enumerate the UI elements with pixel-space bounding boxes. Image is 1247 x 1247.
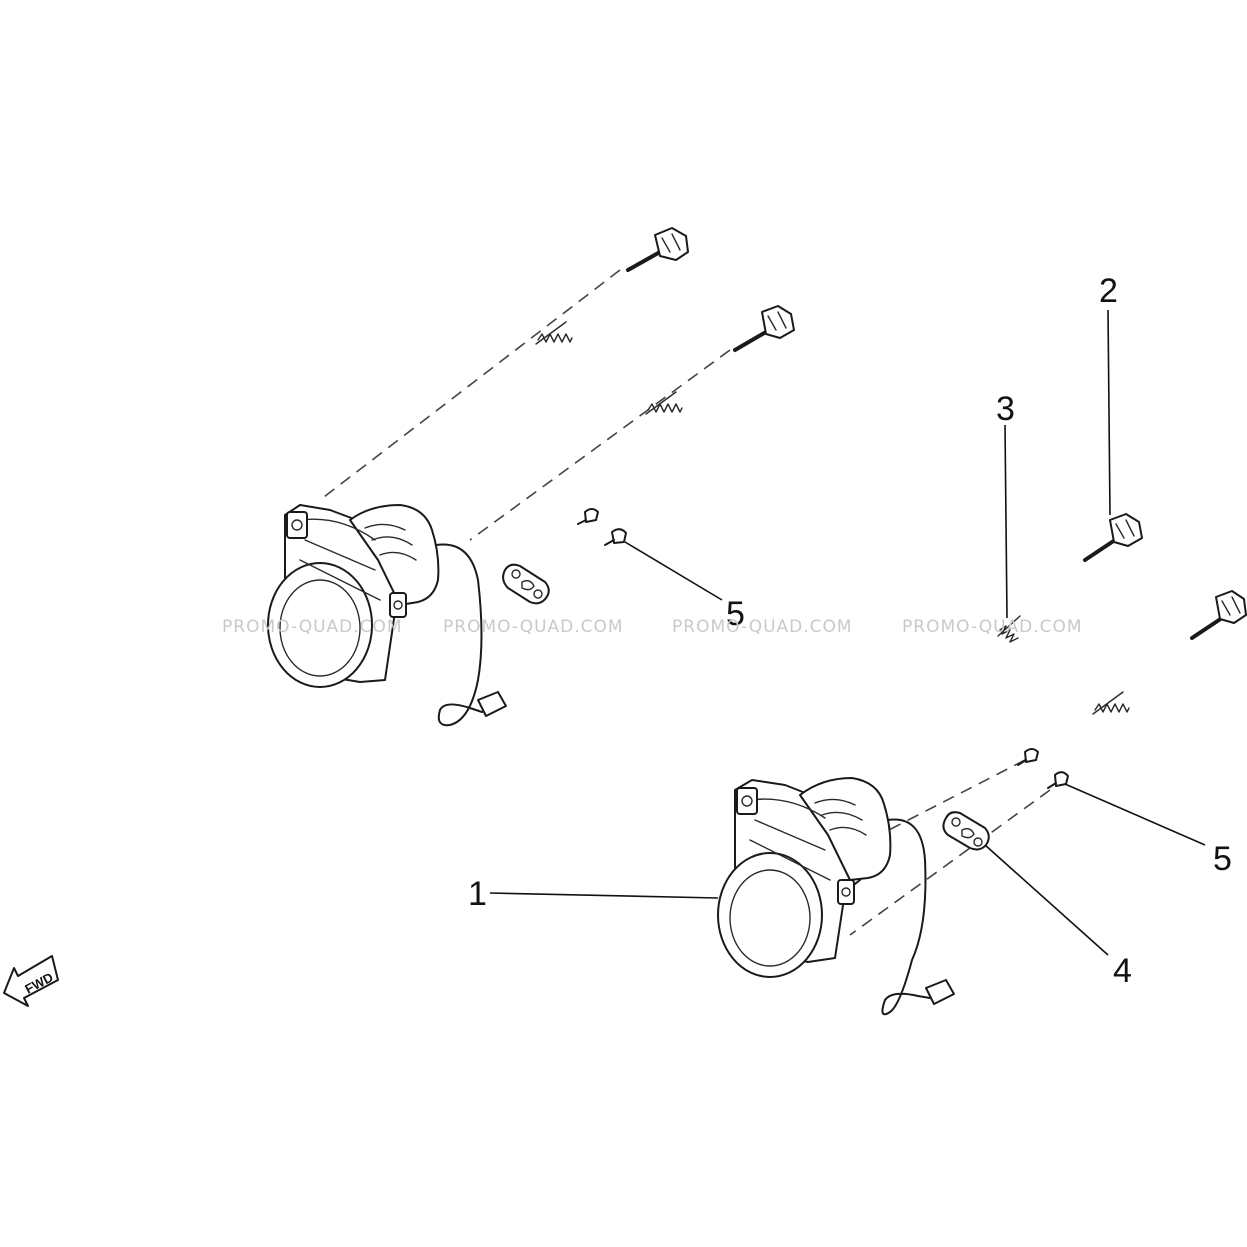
spring-left-a (535, 321, 573, 345)
spring-left-b (645, 391, 683, 415)
callout-2: 2 (1099, 272, 1118, 310)
leader-line-5a (624, 541, 723, 601)
screw-small-left-a (577, 508, 599, 525)
watermark-text: PROMO-QUAD.COM (902, 617, 1083, 637)
spring-right-a (997, 615, 1021, 643)
callout-5b: 5 (1213, 840, 1232, 878)
leader-line-5b (1064, 783, 1206, 846)
callout-1: 1 (468, 875, 487, 913)
leader-line-3 (1004, 424, 1008, 619)
fog-lamp-right (717, 513, 1247, 1016)
watermark-text: PROMO-QUAD.COM (672, 617, 853, 637)
screw-small-right-b (1047, 771, 1069, 789)
leader-line-4 (984, 844, 1109, 956)
callout-4: 4 (1113, 952, 1132, 990)
callout-5a: 5 (726, 595, 745, 633)
screw-small-right-a (1017, 748, 1039, 766)
watermark-text: PROMO-QUAD.COM (443, 617, 624, 637)
callout-3: 3 (996, 390, 1015, 428)
leader-line-1 (489, 892, 719, 899)
adjust-bolt-left-a (626, 227, 689, 272)
spring-right-b (1092, 691, 1130, 715)
forward-arrow-icon: FWD (3, 955, 59, 1007)
watermark-text: PROMO-QUAD.COM (222, 617, 403, 637)
adjust-bolt-left-b (733, 305, 795, 352)
leader-line-2 (1107, 309, 1111, 516)
fog-lamp-left (267, 227, 795, 727)
screw-small-left-b (604, 528, 627, 546)
adjust-bolt-right-b (1190, 590, 1247, 640)
adjust-bolt-right-a (1083, 513, 1143, 562)
